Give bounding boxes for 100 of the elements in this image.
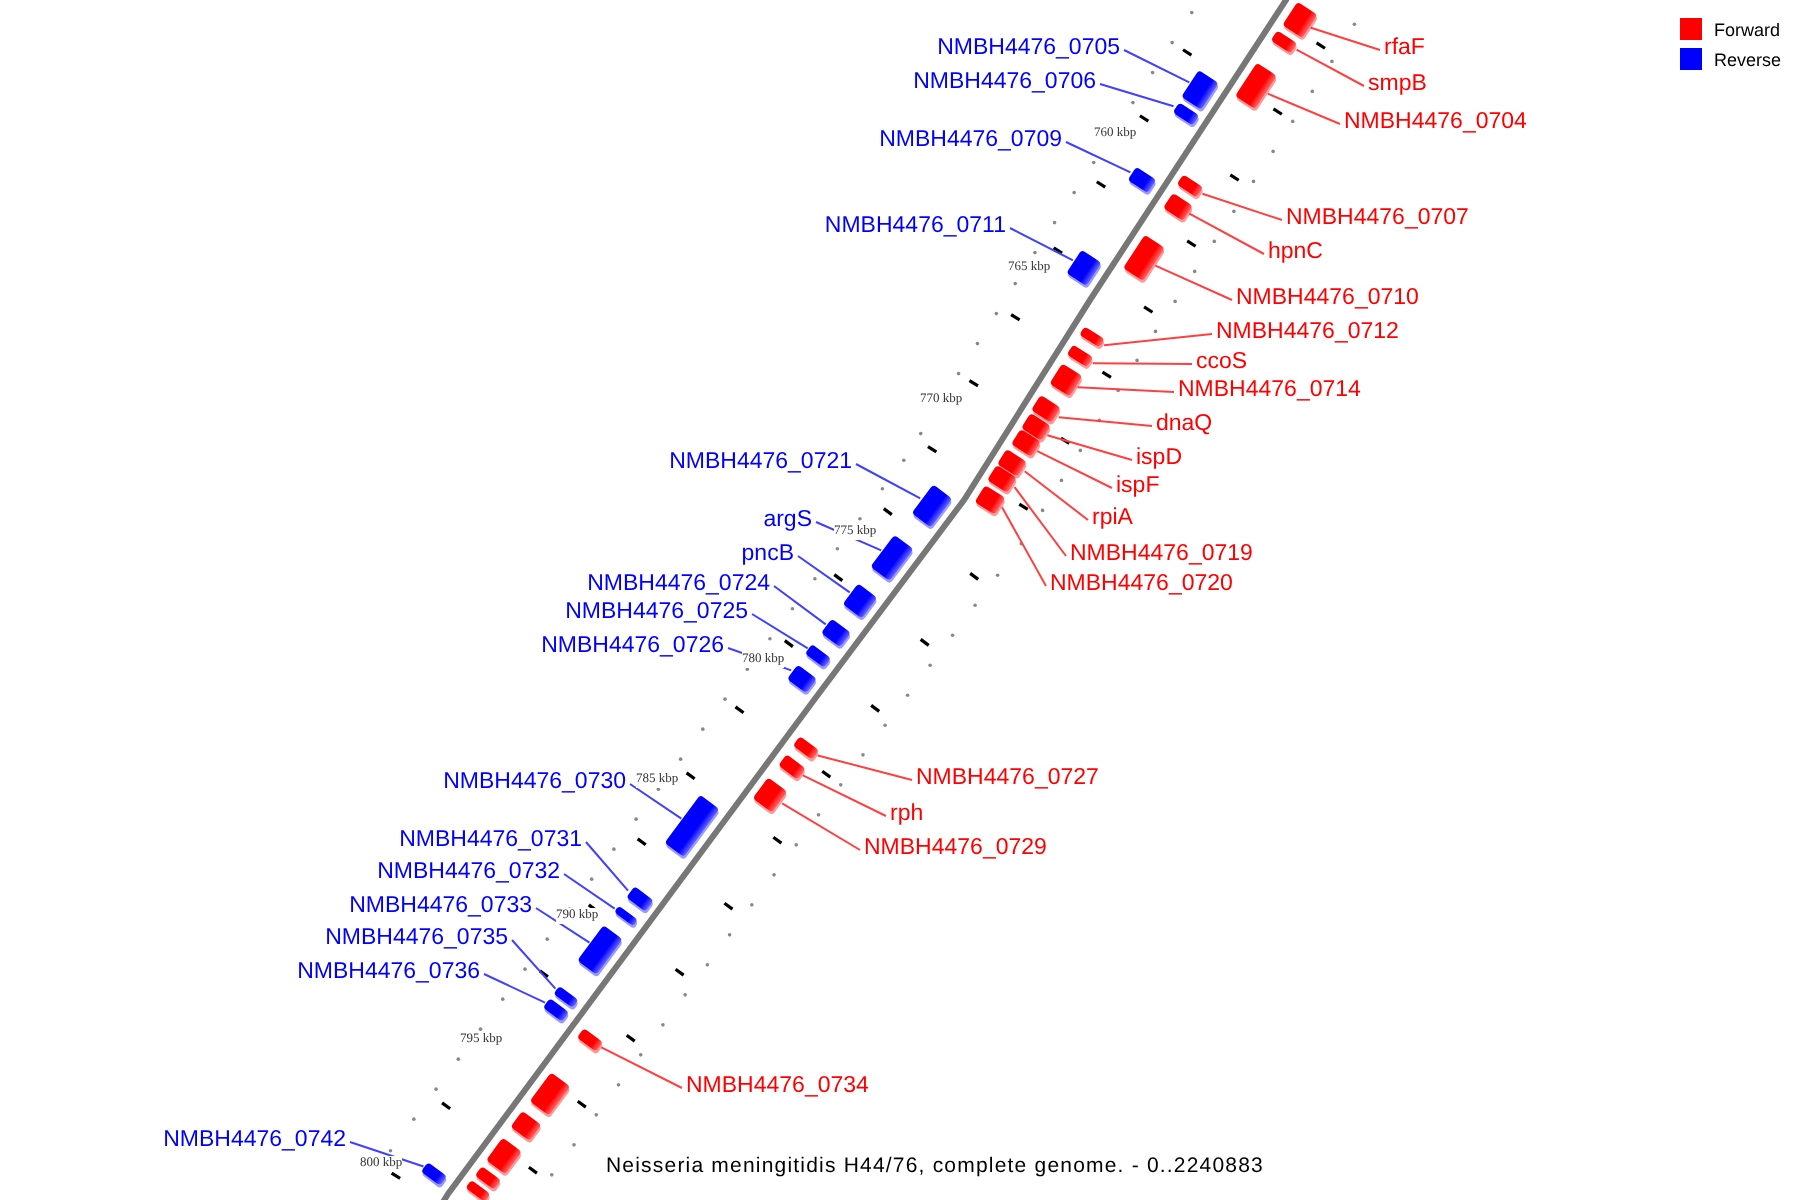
leader-line [1201, 192, 1283, 221]
gene-block [1177, 174, 1205, 198]
leader-line [511, 939, 557, 990]
gene-block [1182, 70, 1220, 110]
gene-label: NMBH4476_0705 [937, 34, 1120, 62]
gene-label: NMBH4476_0726 [541, 632, 724, 660]
gene-block [1049, 363, 1083, 397]
gene-label: dnaQ [1156, 410, 1213, 438]
gene-label: NMBH4476_0712 [1216, 318, 1399, 346]
gene-label: NMBH4476_0727 [916, 764, 1099, 792]
leader-line [535, 907, 591, 944]
leader-line [1188, 212, 1265, 255]
leader-line [1076, 386, 1175, 393]
gene-label: NMBH4476_0735 [325, 924, 508, 952]
legend-label: Reverse [1714, 49, 1782, 69]
gene-label: NMBH4476_0736 [297, 958, 480, 986]
gene-block [529, 1071, 571, 1115]
gene-label: NMBH4476_0706 [913, 68, 1096, 96]
caption: Neisseria meningitidis H44/76, complete genome. - 0..2240883 [606, 1154, 1264, 1178]
leader-line [600, 1046, 683, 1089]
gene-block [486, 1136, 523, 1174]
gene-block [1271, 30, 1299, 54]
gene-label: NMBH4476_0710 [1236, 284, 1419, 312]
gene-label: NMBH4476_0742 [163, 1126, 346, 1154]
leader-line [1154, 264, 1233, 301]
gene-label: smpB [1368, 70, 1427, 98]
gene-label: NMBH4476_0725 [565, 598, 748, 626]
gene-label: NMBH4476_0729 [864, 834, 1047, 862]
leader-line [1266, 92, 1341, 125]
gene-block [543, 998, 570, 1023]
gene-block [464, 1179, 491, 1200]
leader-line [1065, 141, 1132, 174]
gene-block [578, 926, 624, 976]
leader-line [1036, 450, 1113, 489]
gene-block [613, 906, 638, 928]
gene-block [1067, 344, 1095, 368]
gene-block [777, 754, 806, 780]
gene-label: ccoS [1196, 348, 1248, 376]
gene-block [1127, 166, 1157, 194]
leader-line [1001, 506, 1047, 587]
gene-label: NMBH4476_0719 [1070, 540, 1253, 568]
gene-block [793, 735, 820, 760]
gene-block [1281, 1, 1317, 39]
leader-line [751, 613, 809, 650]
gene-label: NMBH4476_0709 [879, 126, 1062, 154]
gene-label: NMBH4476_0734 [686, 1072, 869, 1100]
leader-line [1009, 227, 1074, 262]
gene-block [1122, 234, 1165, 282]
leader-line [1046, 434, 1133, 461]
leader-line [585, 841, 629, 892]
gene-block [1031, 395, 1062, 424]
gene-block [1162, 191, 1193, 221]
gene-block [974, 484, 1006, 515]
legend-label: Forward [1714, 19, 1781, 39]
leader-line [1123, 49, 1191, 84]
leader-line [1295, 48, 1365, 87]
leader-line [629, 783, 683, 820]
leader-line [1309, 26, 1381, 51]
gene-label: ispD [1136, 444, 1183, 472]
gene-block [1171, 102, 1199, 126]
gene-label: NMBH4476_0721 [669, 448, 852, 476]
gene-label: ispF [1116, 472, 1160, 500]
gene-block [910, 485, 952, 529]
leader-line [1103, 333, 1213, 347]
gene-label: NMBH4476_0730 [443, 768, 626, 796]
leader-line [816, 754, 913, 781]
gene-block [1066, 249, 1103, 287]
leader-line [1091, 362, 1193, 365]
gene-block [787, 664, 818, 694]
gene-block [805, 644, 833, 669]
leader-line [1099, 83, 1175, 108]
leader-line [1013, 486, 1067, 557]
leader-line [801, 774, 887, 817]
gene-label: NMBH4476_0704 [1344, 108, 1527, 136]
leader-line [815, 521, 883, 552]
gene-block [1235, 62, 1278, 110]
gene-label: NMBH4476_0724 [587, 570, 770, 598]
gene-label: NMBH4476_0733 [349, 892, 532, 920]
gene-label: hpnC [1268, 238, 1323, 266]
leader-line [349, 1141, 425, 1168]
gene-label: NMBH4476_0711 [824, 212, 1006, 240]
gene-block [870, 535, 914, 582]
gene-label: pncB [741, 540, 794, 568]
leader-line [797, 555, 851, 594]
leader-line [781, 802, 861, 851]
leader-line [483, 973, 547, 1004]
gene-block [576, 1027, 604, 1052]
gene-label: rph [890, 800, 924, 828]
gene-label: NMBH4476_0720 [1050, 570, 1233, 598]
gene-label: rfaF [1384, 34, 1425, 62]
gene-block [510, 1109, 542, 1141]
gene-block [554, 985, 580, 1009]
gene-block [625, 886, 654, 912]
gene-label: NMBH4476_0707 [1286, 204, 1469, 232]
leader-line [773, 585, 827, 626]
gene-label: NMBH4476_0732 [377, 858, 560, 886]
leader-line [855, 463, 922, 500]
gene-block [1079, 327, 1106, 349]
gene-block [474, 1165, 502, 1190]
gene-block [753, 777, 789, 813]
